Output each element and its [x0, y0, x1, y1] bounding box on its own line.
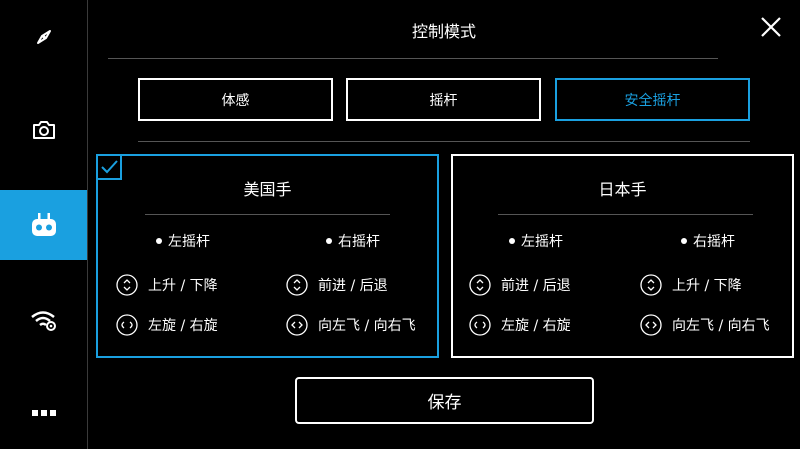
left-stick-label: 左摇杆: [156, 231, 210, 251]
mode-card-american[interactable]: 美国手 左摇杆 右摇杆 上升 / 下降 前进 / 后退 左旋 / 右旋 向左飞 …: [96, 154, 439, 358]
more-icon: [31, 410, 56, 416]
control-row: 上升 / 下降: [116, 274, 218, 296]
sidebar-item-more[interactable]: [0, 378, 87, 448]
header-divider: [108, 58, 718, 59]
forward-backward-icon: [469, 274, 491, 296]
wifi-settings-icon: [30, 311, 56, 331]
control-row: 上升 / 下降: [640, 274, 742, 296]
bullet-icon: [681, 238, 687, 244]
control-row: 左旋 / 右旋: [469, 314, 571, 336]
control-row: 向左飞 / 向右飞: [286, 314, 416, 336]
rotate-icon: [469, 314, 491, 336]
bullet-icon: [326, 238, 332, 244]
forward-backward-icon: [286, 274, 308, 296]
tab-motion[interactable]: 体感: [138, 78, 333, 121]
card-title: 美国手: [243, 180, 292, 199]
card-title: 日本手: [598, 180, 647, 199]
sidebar-item-compass[interactable]: [0, 2, 87, 72]
control-row: 前进 / 后退: [286, 274, 388, 296]
card-divider: [498, 214, 753, 215]
tabs-divider: [138, 141, 750, 142]
sidebar-item-controller[interactable]: [0, 190, 87, 260]
left-stick-label: 左摇杆: [509, 231, 563, 251]
control-row: 左旋 / 右旋: [116, 314, 218, 336]
bullet-icon: [156, 238, 162, 244]
close-icon[interactable]: [760, 16, 782, 38]
sidebar-item-wifi[interactable]: [0, 285, 87, 355]
save-button[interactable]: 保存: [295, 377, 594, 424]
page-title: 控制模式: [411, 22, 476, 41]
sidebar-item-camera[interactable]: [0, 95, 87, 165]
control-row: 向左飞 / 向右飞: [640, 314, 770, 336]
left-right-icon: [640, 314, 662, 336]
control-row: 前进 / 后退: [469, 274, 571, 296]
up-down-icon: [640, 274, 662, 296]
up-down-icon: [116, 274, 138, 296]
controller-icon: [31, 213, 56, 236]
mode-card-japanese[interactable]: 日本手 左摇杆 右摇杆 前进 / 后退 上升 / 下降 左旋 / 右旋 向左飞 …: [451, 154, 794, 358]
check-icon: [96, 154, 122, 180]
bullet-icon: [509, 238, 515, 244]
tab-joystick[interactable]: 摇杆: [346, 78, 541, 121]
camera-icon: [32, 121, 55, 139]
right-stick-label: 右摇杆: [681, 231, 735, 251]
right-stick-label: 右摇杆: [326, 231, 380, 251]
control-mode-panel: 控制模式 体感 摇杆 安全摇杆 美国手 左摇杆 右摇杆 上升 / 下降 前进 /…: [88, 0, 800, 449]
compass-icon: [36, 30, 51, 44]
card-divider: [145, 214, 390, 215]
tab-safe-joystick[interactable]: 安全摇杆: [555, 78, 750, 121]
left-right-icon: [286, 314, 308, 336]
sidebar: [0, 0, 88, 449]
rotate-icon: [116, 314, 138, 336]
